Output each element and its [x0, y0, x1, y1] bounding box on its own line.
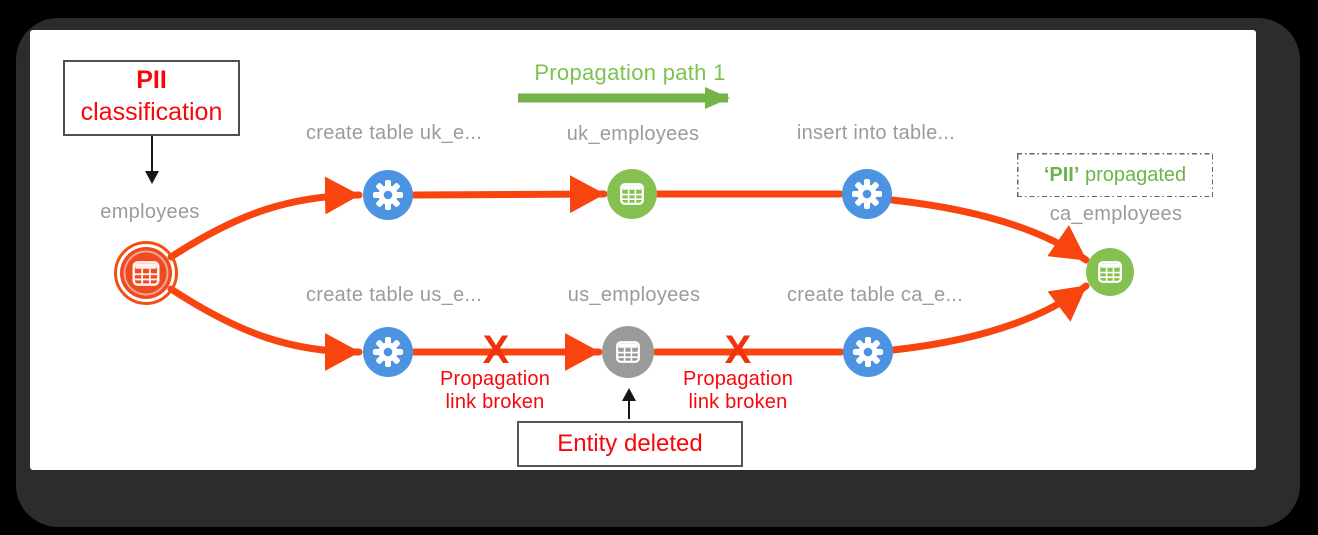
node-us-employees-deleted[interactable] — [602, 326, 654, 378]
label-us-employees[interactable]: us_employees — [567, 284, 701, 306]
edge-create-uk-to-uk-employees — [410, 175, 608, 214]
broken-link-note-2: Propagation link broken — [683, 368, 793, 414]
label-uk-employees[interactable]: uk_employees — [566, 123, 700, 145]
label-create-table-uk[interactable]: create table uk_e... — [305, 122, 483, 144]
label-insert-into-table[interactable]: insert into table... — [796, 122, 956, 144]
broken-link-note-1: Propagation link broken — [440, 368, 550, 414]
node-process-insert-into-table[interactable] — [842, 169, 892, 219]
pii-propagated-callout: ‘PII’ propagated — [1017, 153, 1213, 197]
label-ca-employees[interactable]: ca_employees — [1049, 203, 1183, 225]
node-ca-employees[interactable] — [1086, 248, 1134, 296]
broken-link-x-2: X — [724, 328, 752, 372]
pii-propagated-text: propagated — [1079, 163, 1187, 186]
pii-classification-line1: PII — [136, 66, 167, 94]
broken-link-note-2-line1: Propagation — [682, 368, 794, 390]
gear-icon — [852, 179, 882, 209]
entity-deleted-text: Entity deleted — [557, 430, 703, 457]
pii-propagated-tag: ‘PII’ — [1043, 163, 1080, 186]
label-create-table-us[interactable]: create table us_e... — [305, 284, 483, 306]
gear-icon — [853, 337, 883, 367]
gear-icon — [373, 337, 403, 367]
entity-deleted-callout: Entity deleted — [517, 421, 743, 467]
edge-create-ca-to-ca-employees — [889, 282, 1090, 354]
gear-icon — [373, 180, 403, 210]
broken-link-note-2-line2: link broken — [688, 391, 788, 413]
node-process-create-table-ca[interactable] — [843, 327, 893, 377]
pii-classification-line2: classification — [80, 98, 223, 126]
node-process-create-table-us[interactable] — [363, 327, 413, 377]
node-employees[interactable] — [114, 241, 178, 305]
node-process-create-table-uk[interactable] — [363, 170, 413, 220]
edge-employees-to-create-us — [167, 285, 363, 371]
label-employees[interactable]: employees — [100, 201, 200, 223]
node-uk-employees[interactable] — [607, 169, 657, 219]
broken-link-note-1-line1: Propagation — [439, 368, 551, 390]
propagation-path-title: Propagation path 1 — [534, 60, 726, 85]
broken-link-x-1: X — [482, 328, 510, 372]
label-create-table-ca[interactable]: create table ca_e... — [786, 284, 964, 306]
edge-employees-to-create-uk — [167, 176, 363, 261]
edge-insert-to-ca-employees — [888, 196, 1090, 264]
pii-classification-callout: PII classification — [63, 60, 240, 136]
broken-link-note-1-line2: link broken — [445, 391, 545, 413]
